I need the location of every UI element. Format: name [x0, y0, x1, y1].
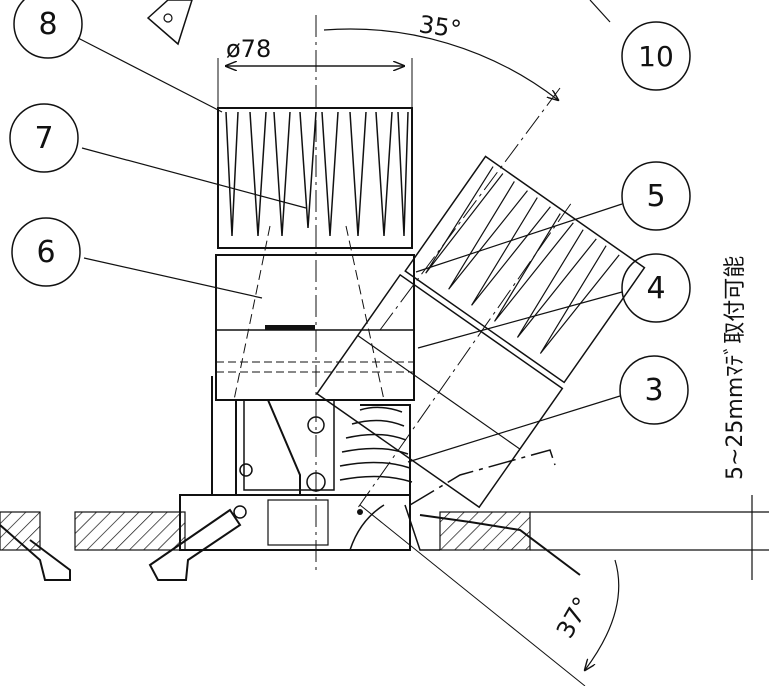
tag-top — [146, 0, 193, 46]
svg-text:7: 7 — [34, 121, 53, 156]
callout-3: 3 — [619, 355, 689, 425]
spring-clip-left — [0, 508, 242, 581]
tilt-angle-label: 35° — [417, 10, 463, 44]
diameter-label: ø78 — [226, 35, 271, 63]
ceiling-right — [439, 511, 531, 551]
bracket-angle-dimension — [359, 504, 640, 686]
svg-text:8: 8 — [38, 7, 57, 42]
ceiling-section — [0, 511, 769, 551]
tilted-lamp — [315, 155, 646, 509]
svg-text:4: 4 — [646, 271, 665, 306]
svg-text:3: 3 — [644, 373, 663, 408]
mount-range-dimension — [740, 495, 764, 580]
callout-7: 7 — [9, 103, 79, 173]
callout-10: 10 — [621, 21, 691, 91]
ceiling-left-inner — [74, 511, 186, 551]
callout-8: 8 — [13, 0, 83, 59]
mount-frame — [179, 376, 411, 551]
svg-text:10: 10 — [638, 40, 674, 73]
svg-text:6: 6 — [36, 235, 55, 270]
mount-range-label: 5~25mmﾏﾃﾞ取付可能 — [723, 256, 748, 480]
callout-4: 4 — [621, 253, 691, 323]
svg-text:5: 5 — [646, 179, 665, 214]
spring-clip-right — [404, 449, 581, 576]
callout-5: 5 — [621, 161, 691, 231]
callout-6: 6 — [11, 217, 81, 287]
diameter-dimension — [217, 58, 413, 108]
leader-lines — [77, 0, 623, 463]
lamp-body — [215, 225, 415, 401]
tilt-angle-dimension — [323, 28, 560, 331]
heat-sink — [217, 107, 413, 249]
bracket-angle-label: 37° — [551, 592, 597, 643]
bellows — [339, 406, 413, 483]
